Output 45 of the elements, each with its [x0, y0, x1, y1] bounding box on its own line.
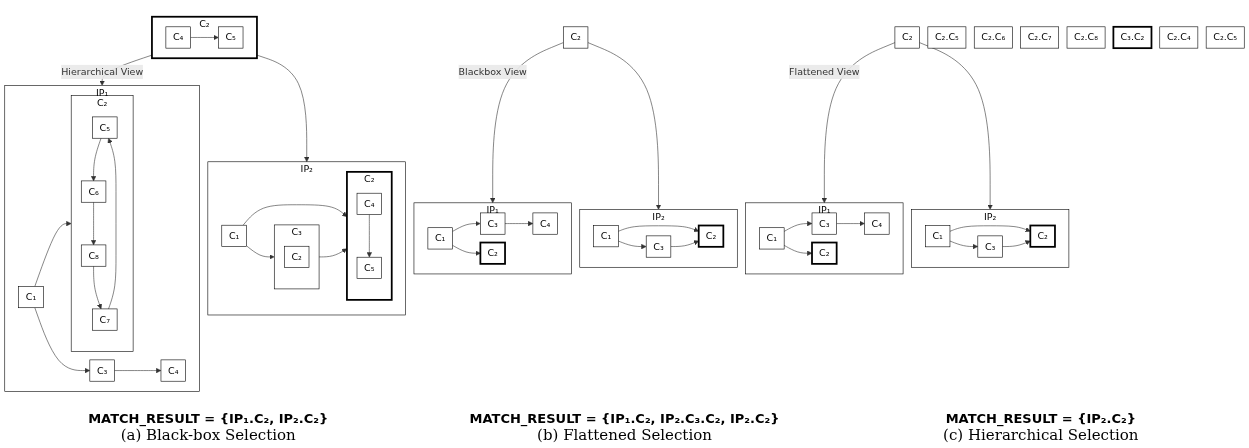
node-box: C₁ — [427, 227, 453, 250]
node-box: C₂ — [563, 27, 589, 49]
edge-label: Flattened View — [789, 66, 860, 78]
node-box: C₃ — [645, 236, 672, 258]
node-box: C₄ — [532, 213, 558, 235]
match-result-text: MATCH_RESULT = {IP₂.C₂} — [944, 411, 1137, 426]
node-box: C₁ — [759, 227, 785, 250]
node-box: C₂.C₄ — [1159, 27, 1199, 49]
node-box: C₂ — [894, 27, 920, 49]
node-box: C₃ — [480, 213, 506, 235]
node-box: C₂ — [697, 225, 725, 249]
node-box: C₁ — [593, 225, 619, 248]
node-box: C₁ — [221, 225, 247, 248]
node-box: C₃ — [89, 360, 115, 382]
node-box: C₂ — [479, 242, 506, 266]
node-box: C₄ — [160, 360, 186, 382]
node-box: C₄ — [165, 27, 191, 49]
panel-caption: (c) Hierarchical Selection — [942, 426, 1140, 444]
match-result-text: MATCH_RESULT = {IP₁.C₂, IP₂.C₃.C₂, IP₂.C₂} — [468, 411, 781, 426]
node-box: C₄ — [356, 193, 382, 216]
node-box: C₂.C₈ — [1066, 27, 1106, 49]
panel-caption: (b) Flattened Selection — [537, 426, 713, 444]
node-box: C₂.C₅ — [927, 27, 967, 49]
edge-label: Hierarchical View — [61, 66, 144, 78]
node-box: C₁ — [925, 225, 951, 248]
node-box: C₂.C₆ — [973, 27, 1013, 49]
node-box: C₅ — [218, 27, 244, 49]
node-box: C₁ — [18, 286, 44, 309]
node-box: C₃ — [977, 236, 1003, 258]
node-box: C₅ — [92, 117, 118, 139]
node-box: C₇ — [92, 309, 118, 332]
match-result-text: MATCH_RESULT = {IP₁.C₂, IP₂.C₂} — [87, 411, 330, 426]
node-box: C₂ — [811, 242, 838, 266]
node-box: C₄ — [864, 213, 890, 235]
edge-label: Blackbox View — [458, 66, 527, 78]
node-box: C₂ — [1029, 225, 1056, 249]
panel-caption: (a) Black-box Selection — [120, 426, 297, 444]
node-box: C₂.C₇ — [1020, 27, 1059, 49]
node-box: C₅ — [356, 257, 382, 280]
node-box: C₃ — [811, 213, 837, 235]
node-box: C₈ — [80, 245, 107, 268]
node-box: C₂.C₅ — [1205, 27, 1245, 49]
node-box: C₆ — [80, 181, 107, 203]
node-box: C₃.C₂ — [1112, 26, 1153, 50]
node-box: C₂ — [284, 246, 310, 269]
